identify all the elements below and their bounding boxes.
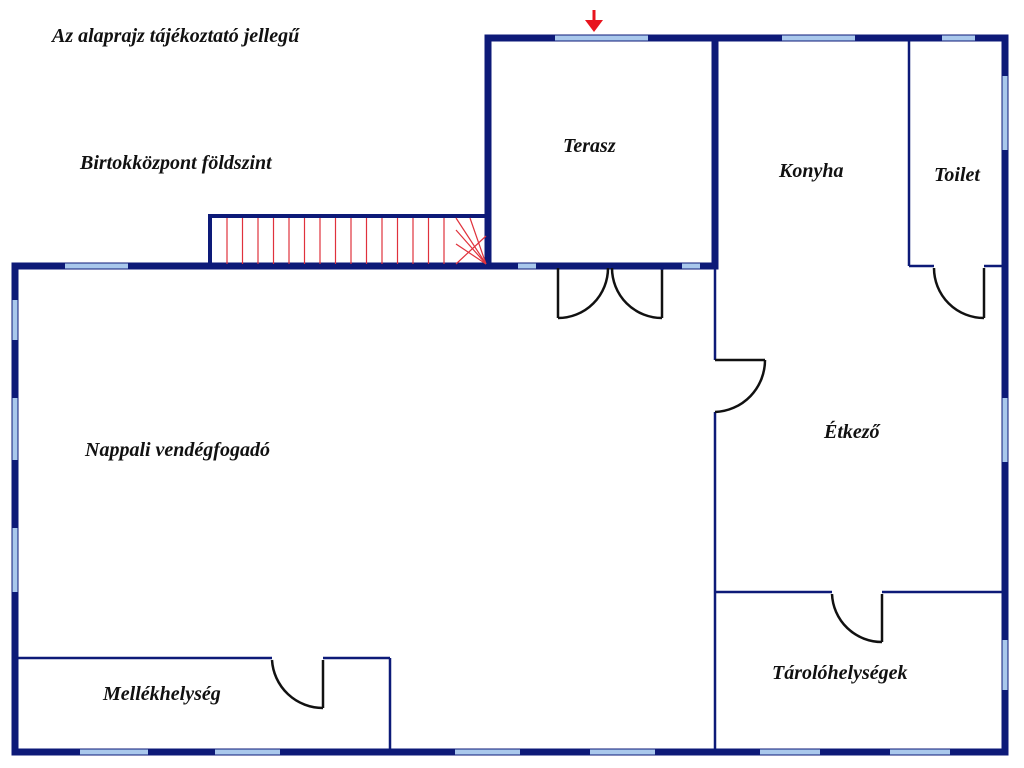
doors: [270, 267, 986, 710]
room-label-nappali: Nappali vendégfogadó: [85, 439, 270, 461]
outer-walls: [11, 34, 1009, 756]
stair-winder: [455, 235, 487, 265]
stair-winder: [455, 217, 487, 265]
room-label-konyha: Konyha: [779, 160, 844, 182]
stair-winder: [455, 243, 487, 265]
stair-winder: [469, 217, 487, 265]
room-label-mellekhelyseg: Mellékhelység: [103, 683, 221, 705]
down-arrow-icon: [585, 10, 603, 32]
room-label-tarolo: Tárolóhelységek: [772, 662, 908, 684]
stair-winder: [455, 229, 487, 265]
room-label-terasz: Terasz: [563, 135, 616, 157]
windows: [12, 35, 1008, 755]
plan-disclaimer: Az alaprajz tájékoztató jellegű: [52, 25, 300, 47]
interior-walls: [18, 40, 1005, 752]
stairs: [208, 214, 490, 268]
floor-title: Birtokközpont földszint: [80, 152, 272, 174]
room-label-toilet: Toilet: [934, 164, 980, 186]
room-label-etkezo: Étkező: [824, 421, 880, 443]
